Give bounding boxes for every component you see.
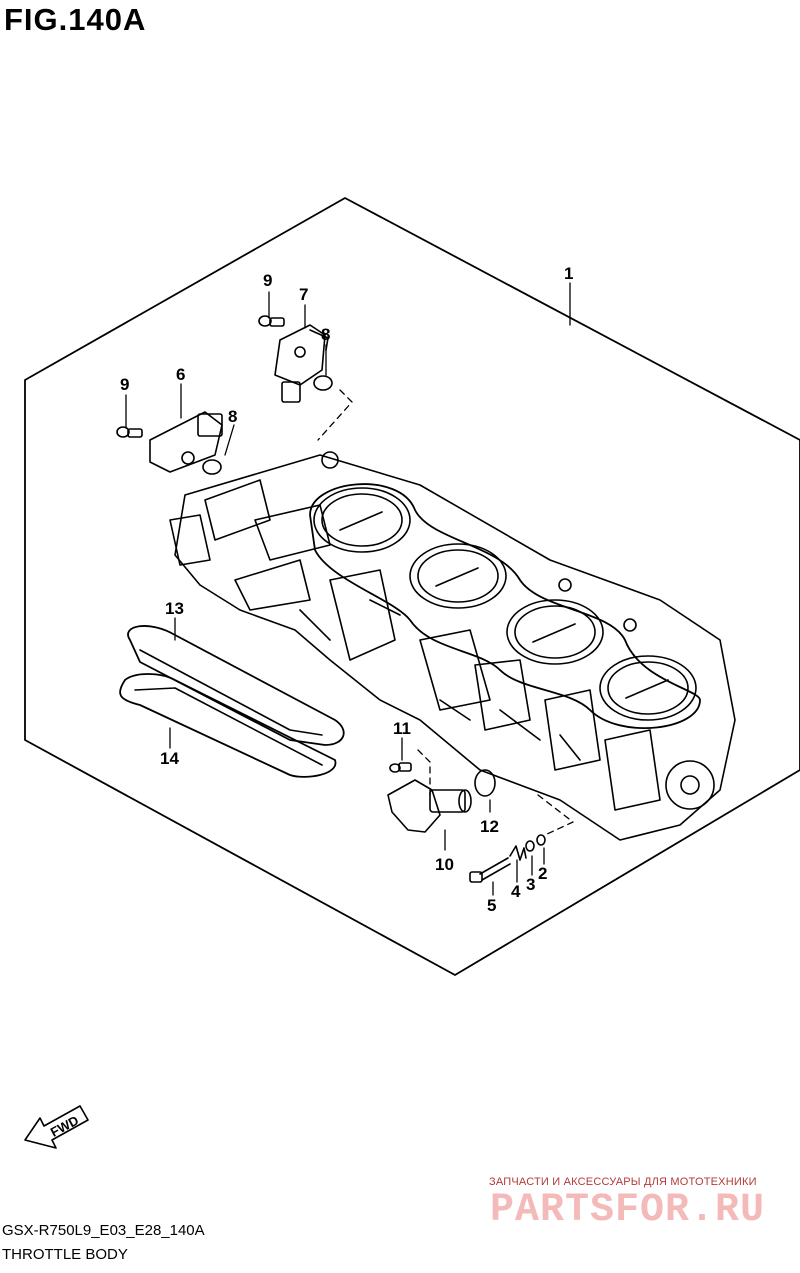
- seal-14-inner: [134, 687, 323, 766]
- callout-10: 10: [435, 855, 454, 874]
- o-ring-8-lower: [202, 459, 222, 475]
- sensor-7: [274, 324, 329, 403]
- screw-9-upper: [258, 315, 285, 327]
- throttle-bores: [309, 483, 701, 729]
- watermark-caption: ЗАПЧАСТИ И АКСЕССУАРЫ ДЛЯ МОТОТЕХНИКИ: [489, 1176, 757, 1188]
- leader-lines: [125, 282, 571, 896]
- spring-4: [509, 845, 527, 861]
- sensor-6: [149, 411, 223, 473]
- throttle-body-housing: [169, 451, 736, 841]
- screw-5: [469, 857, 511, 883]
- figure-code: GSX-R750L9_E03_E28_140A: [2, 1222, 205, 1239]
- figure-description: THROTTLE BODY: [2, 1246, 128, 1263]
- callout-9-upper: 9: [263, 271, 272, 290]
- callout-7: 7: [299, 285, 308, 304]
- o-ring-12: [474, 769, 496, 797]
- callout-8-lower: 8: [228, 407, 237, 426]
- assembly-frame: [24, 197, 800, 976]
- alignment-dashes: [317, 389, 574, 836]
- o-ring-8-upper: [313, 375, 333, 391]
- callout-3: 3: [526, 875, 535, 894]
- callout-8-upper: 8: [321, 325, 330, 344]
- callout-12: 12: [480, 817, 499, 836]
- sensor-10: [387, 779, 472, 833]
- fwd-label: FWD: [48, 1113, 81, 1140]
- callout-9-lower: 9: [120, 375, 129, 394]
- callout-4: 4: [511, 882, 521, 901]
- watermark-brand: PARTSFOR.RU: [490, 1188, 766, 1233]
- screw-11: [389, 762, 412, 773]
- callout-1: 1: [564, 264, 573, 283]
- callout-13: 13: [165, 599, 184, 618]
- screw-9-lower: [116, 426, 143, 438]
- callout-labels: 1 2 3 4 5 6 7 8 8 9 9 10 11 12 13 14: [120, 264, 573, 915]
- callout-5: 5: [487, 896, 496, 915]
- figure-title: FIG.140A: [4, 2, 147, 37]
- seal-13-inner: [139, 649, 323, 736]
- washer-3: [525, 840, 535, 852]
- callout-2: 2: [538, 864, 547, 883]
- seal-14: [119, 673, 337, 778]
- fwd-arrow-icon: FWD: [24, 1105, 89, 1149]
- callout-11: 11: [393, 719, 411, 738]
- o-ring-2: [536, 834, 546, 846]
- callout-14: 14: [160, 749, 179, 768]
- callout-6: 6: [176, 365, 185, 384]
- seal-13: [127, 625, 345, 746]
